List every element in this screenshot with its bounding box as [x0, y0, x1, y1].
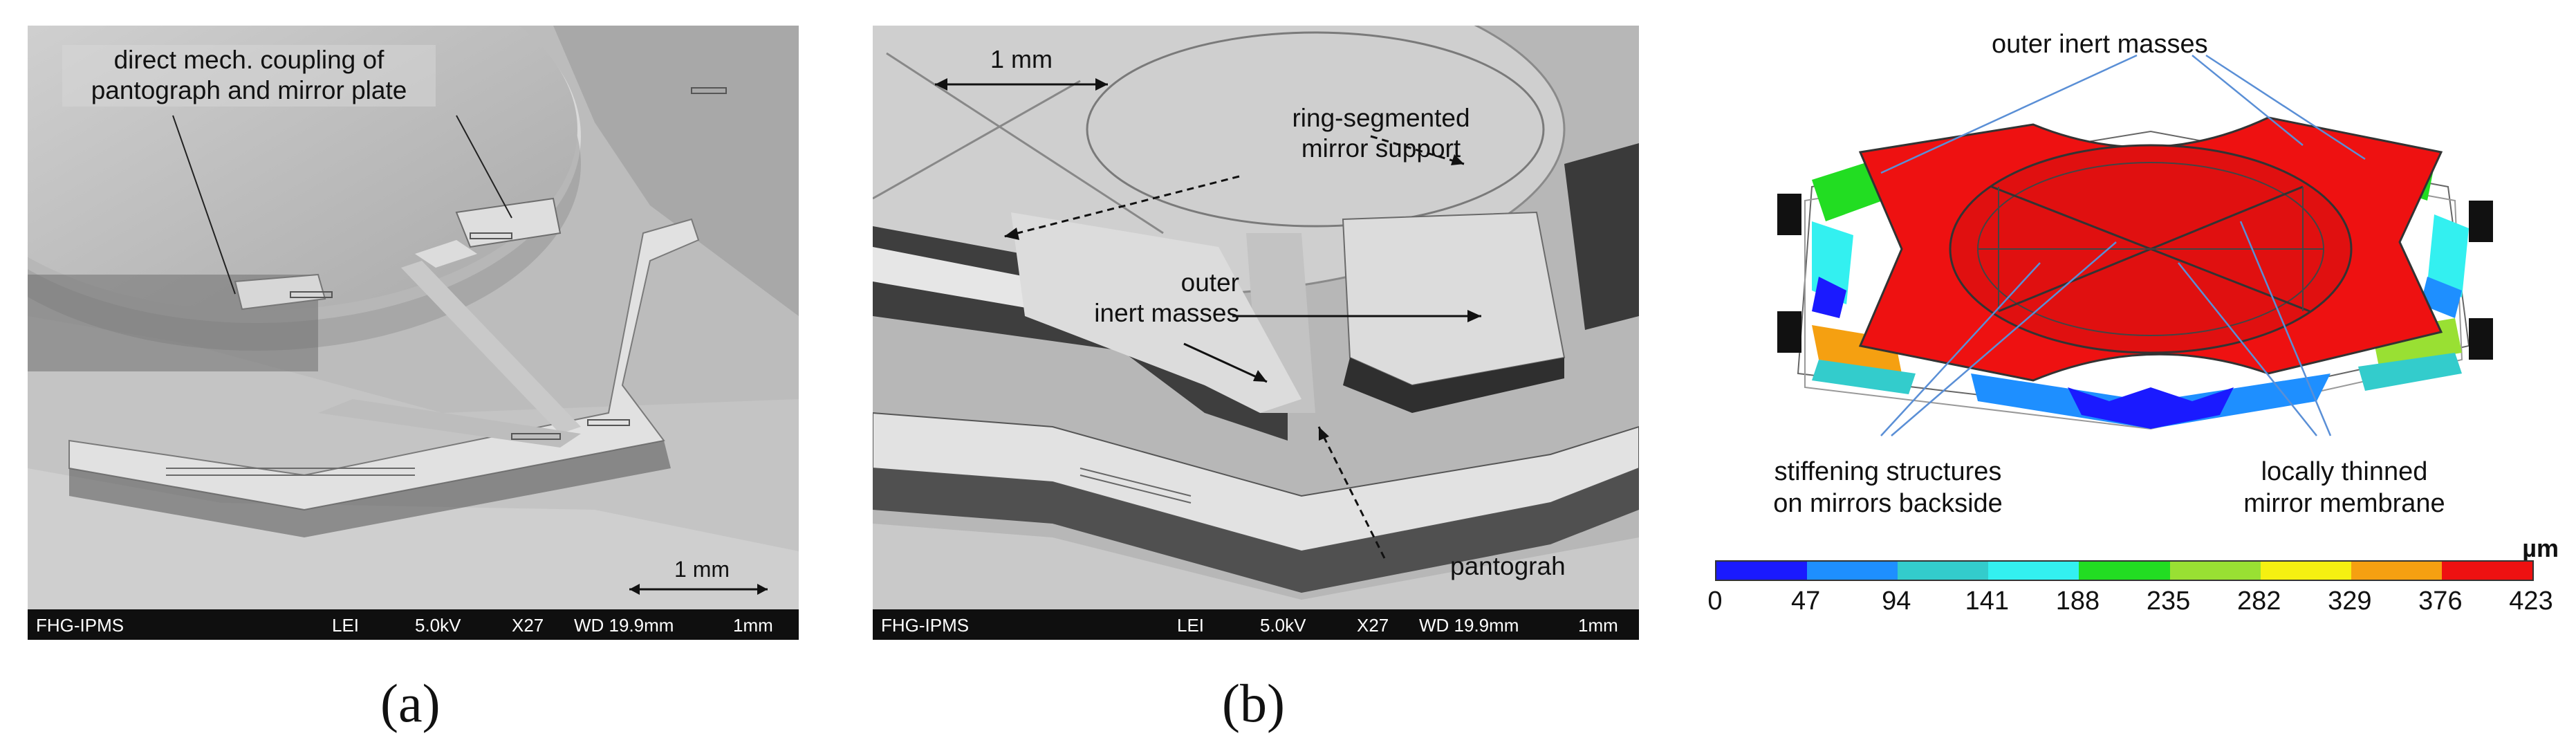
caption-a: (a): [380, 673, 441, 733]
infobar-voltage: 5.0kV: [1260, 615, 1306, 636]
colorbar-tick-label: 0: [1707, 587, 1723, 616]
colorbar-tick-label: 188: [2055, 587, 2100, 616]
colorbar-unit: µm: [2522, 534, 2559, 562]
outer-annotation-line-1: outer: [1180, 268, 1239, 297]
colorbar-segment: [2169, 562, 2261, 580]
sem-drawing-b: [873, 26, 1639, 640]
infobar-detector: LEI: [332, 615, 360, 636]
ring-annotation-line-1: ring-segmented: [1292, 104, 1470, 132]
coupling-annotation: direct mech. coupling of pantograph and …: [62, 45, 436, 107]
outer-annotation-line-2: inert masses: [1094, 299, 1239, 328]
infobar-mag: X27: [1357, 615, 1389, 636]
colorbar-tick-label: 94: [1882, 587, 1911, 616]
sem-infobar-a: FHG-IPMS LEI 5.0kV X27 WD 19.9mm 1mm: [28, 609, 799, 640]
colorbar-segment: [2260, 562, 2351, 580]
colorbar-tick-label: 423: [2509, 587, 2553, 616]
stiffening-annotation-line-1: stiffening structures: [1774, 457, 2002, 486]
colorbar-tick-label: 47: [1790, 587, 1821, 616]
infobar-scale: 1mm: [733, 615, 773, 636]
colorbar-tick-label: 235: [2146, 587, 2191, 616]
ring-annotation-line-2: mirror support: [1301, 134, 1461, 163]
sem-image-a: direct mech. coupling of pantograph and …: [28, 26, 799, 640]
colorbar-tick-label: 141: [1965, 587, 2010, 616]
sem-drawing-a: [28, 26, 799, 640]
scale-label-a: 1 mm: [674, 557, 730, 582]
panel-a: direct mech. coupling of pantograph and …: [28, 26, 799, 733]
thinned-annotation-line-2: mirror membrane: [2243, 488, 2445, 518]
infobar-voltage: 5.0kV: [415, 615, 461, 636]
colorbar-segment: [1716, 562, 1808, 580]
panel-b: 1 mm ring-segmented mirror support outer…: [873, 26, 1639, 733]
colorbar: µm 0 47 94 141 188 235 282 329 376 423: [1707, 534, 2559, 636]
ring-annotation: ring-segmented mirror support: [1267, 103, 1495, 165]
sem-image-b: 1 mm ring-segmented mirror support outer…: [873, 26, 1639, 640]
thinned-annotation: locally thinned mirror membrane: [2206, 457, 2483, 519]
infobar-scale: 1mm: [1578, 615, 1618, 636]
coupling-annotation-line-2: pantograph and mirror plate: [91, 76, 407, 105]
colorbar-segment: [2079, 562, 2170, 580]
stiffening-annotation-line-2: on mirrors backside: [1773, 488, 2003, 518]
infobar-detector: LEI: [1177, 615, 1205, 636]
pantograph-annotation: pantograh: [1450, 552, 1566, 580]
colorbar-tick-label: 329: [2328, 587, 2372, 616]
colorbar-tick-label: 282: [2236, 587, 2281, 616]
outer-masses-annotation-b: outer inert masses: [1080, 268, 1239, 329]
sem-infobar-b: FHG-IPMS LEI 5.0kV X27 WD 19.9mm 1mm: [873, 609, 1639, 640]
scale-label-b: 1 mm: [990, 45, 1053, 73]
colorbar-segment: [2441, 562, 2532, 580]
caption-b: (b): [1222, 673, 1285, 733]
outer-masses-annotation-c: outer inert masses: [1992, 30, 2208, 59]
colorbar-segment: [1898, 562, 1989, 580]
infobar-lab: FHG-IPMS: [36, 615, 124, 636]
thinned-annotation-line-1: locally thinned: [2261, 457, 2428, 486]
colorbar-tick-label: 376: [2418, 587, 2463, 616]
colorbar-segment: [1807, 562, 1898, 580]
colorbar-segment: [2351, 562, 2442, 580]
panel-c: outer inert masses stiffening structures…: [1707, 14, 2559, 636]
infobar-lab: FHG-IPMS: [881, 615, 970, 636]
fem-model-drawing: [1777, 54, 2493, 436]
infobar-wd: WD 19.9mm: [574, 615, 674, 636]
colorbar-strip: [1715, 560, 2534, 581]
colorbar-segment: [1988, 562, 2079, 580]
colorbar-ticks: 0 47 94 141 188 235 282 329 376 423: [1707, 587, 2552, 621]
coupling-annotation-line-1: direct mech. coupling of: [113, 46, 384, 74]
infobar-mag: X27: [512, 615, 544, 636]
stiffening-annotation: stiffening structures on mirrors backsid…: [1736, 457, 2040, 519]
infobar-wd: WD 19.9mm: [1419, 615, 1519, 636]
